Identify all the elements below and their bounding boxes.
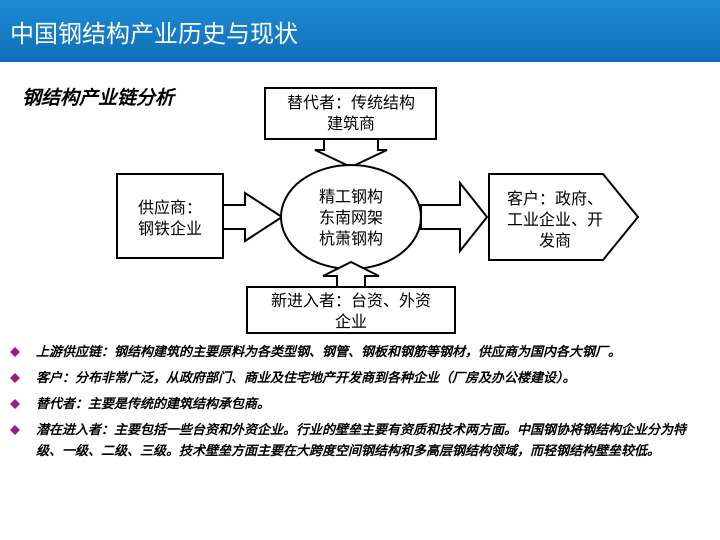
- bullet-list: 上游供应链：钢结构建筑的主要原料为各类型钢、钢管、钢板和钢筋等钢材，供应商为国内…: [8, 342, 708, 467]
- up-arrow: [322, 260, 380, 288]
- diamond-bullet-icon: [10, 347, 20, 357]
- supplier-label: 供应商： 钢铁企业: [137, 198, 202, 238]
- customer-label: 客户：政府、 工业企业、开 发商: [506, 189, 603, 250]
- bullet-item: 替代者：主要是传统的建筑结构承包商。: [8, 394, 708, 415]
- substitutes-label: 替代者：传统结构 建筑商: [286, 93, 415, 133]
- diamond-bullet-icon: [10, 399, 20, 409]
- bullet-item: 客户：分布非常广泛，从政府部门、商业及住宅地产开发商到各种企业（厂房及办公楼建设…: [8, 368, 708, 389]
- center-label: 精工钢构 东南网架 杭萧钢构: [318, 187, 383, 248]
- new-entrants-box: [246, 286, 456, 334]
- section-subtitle: 钢结构产业链分析: [22, 87, 175, 109]
- page-title: 中国钢结构产业历史与现状: [10, 20, 298, 48]
- bullet-item: 潜在进入者：主要包括一些台资和外资企业。行业的壁垒主要有资质和技术两方面。中国钢…: [8, 420, 708, 462]
- supplier-arrow: [222, 191, 284, 243]
- customer-shape: [488, 173, 640, 261]
- substitutes-box: [264, 87, 437, 140]
- title-bar: 中国钢结构产业历史与现状: [0, 0, 720, 62]
- diamond-bullet-icon: [10, 425, 20, 435]
- bullet-item: 上游供应链：钢结构建筑的主要原料为各类型钢、钢管、钢板和钢筋等钢材，供应商为国内…: [8, 342, 708, 363]
- new-entrants-label: 新进入者：台资、外资 企业: [270, 291, 431, 331]
- customer-arrow: [420, 180, 489, 254]
- diamond-bullet-icon: [10, 373, 20, 383]
- down-arrow: [314, 138, 388, 169]
